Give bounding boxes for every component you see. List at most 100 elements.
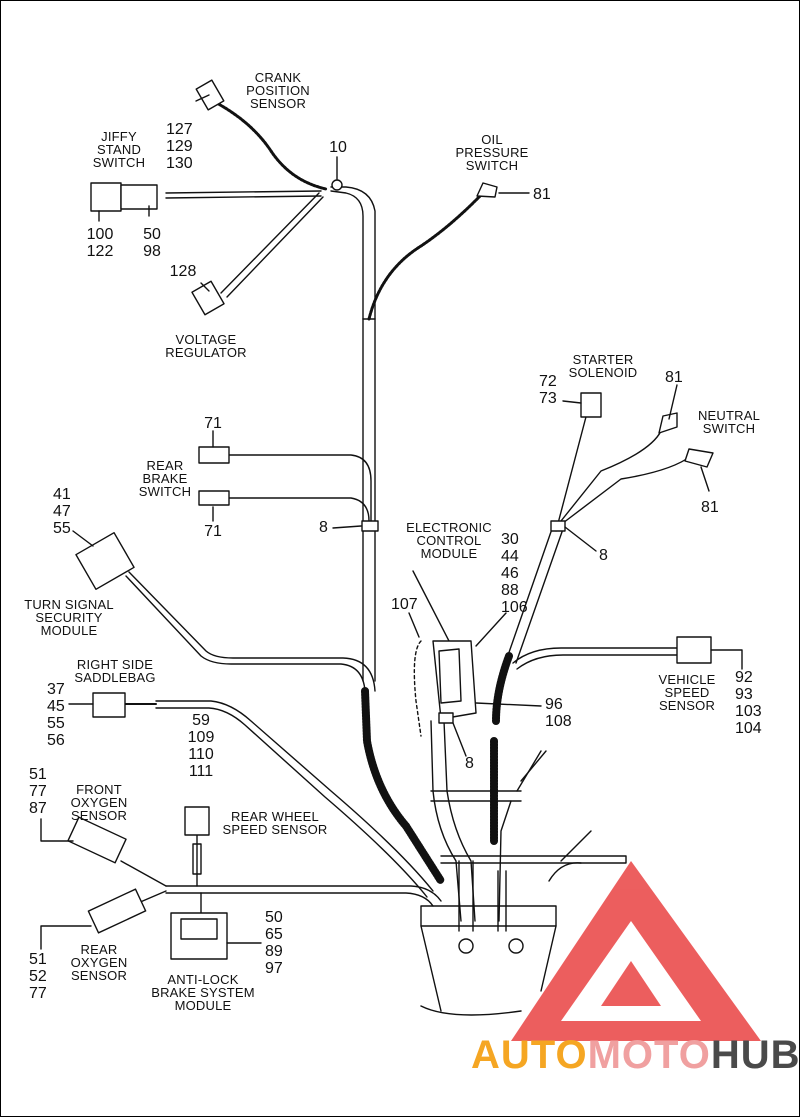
saddlebag-wire-b bbox=[155, 707, 428, 898]
wss-sleeve bbox=[192, 843, 202, 875]
neutral-switch-ref-top: 81 bbox=[665, 369, 683, 386]
leader-8-center bbox=[332, 525, 362, 529]
ecm-label: ELECTRONIC CONTROL MODULE bbox=[406, 520, 492, 561]
tsm-wire-b bbox=[128, 571, 376, 692]
saddlebag-connector bbox=[92, 692, 126, 718]
abs-module bbox=[170, 912, 228, 960]
rear-wheel-speed-sensor-label: REAR WHEEL SPEED SENSOR bbox=[222, 809, 328, 837]
jiffy-stand-switch-label: JIFFY STAND SWITCH bbox=[92, 129, 146, 170]
vss-connector bbox=[676, 636, 712, 664]
rear-brake-switch-label: REAR BRAKE SWITCH bbox=[138, 458, 192, 499]
watermark-hub: HUB bbox=[710, 1033, 800, 1077]
turn-signal-module-refs: 41 47 55 bbox=[53, 486, 71, 537]
jiffy-wire-b bbox=[165, 195, 322, 199]
voltage-regulator-ref: 128 bbox=[169, 263, 197, 280]
leader-72 bbox=[562, 400, 582, 404]
frame-hole-1 bbox=[458, 938, 474, 954]
rear-oxygen-sensor-label: REAR OXYGEN SENSOR bbox=[70, 942, 128, 983]
brake-wire-top bbox=[228, 454, 372, 522]
frame-wire-5 bbox=[548, 862, 582, 882]
leader-front-o2 bbox=[40, 818, 74, 842]
wss-connector bbox=[184, 806, 210, 836]
leader-8-right bbox=[564, 526, 597, 552]
leader-ecm bbox=[475, 612, 507, 647]
o2-bus-a bbox=[165, 885, 442, 902]
neutral-switch-label: NEUTRAL SWITCH bbox=[697, 408, 761, 436]
crank-wire bbox=[211, 99, 328, 191]
jiffy-connector-plug bbox=[120, 184, 158, 210]
brake-wire-bottom bbox=[228, 497, 370, 522]
turn-signal-module-label: TURN SIGNAL SECURITY MODULE bbox=[24, 597, 114, 638]
oil-pressure-switch-ref: 81 bbox=[533, 186, 551, 203]
vreg-connector bbox=[191, 280, 225, 316]
ecm-wire bbox=[412, 570, 450, 642]
right-trunk-b bbox=[515, 528, 564, 664]
jiffy-wire-a bbox=[165, 190, 322, 194]
jiffy-stand-refs-right: 50 98 bbox=[143, 226, 161, 260]
rear-brake-ref-top: 71 bbox=[204, 415, 222, 432]
ecm-dashed-outline bbox=[413, 640, 422, 737]
vreg-wire-b bbox=[226, 196, 324, 298]
leader-rear-o2 bbox=[40, 925, 92, 950]
starter-solenoid-label: STARTER SOLENOID bbox=[568, 352, 638, 380]
ecm-refs-bottom: 96 108 bbox=[545, 696, 572, 730]
frame-wire-4 bbox=[560, 830, 592, 862]
o2-bus-b bbox=[165, 892, 434, 907]
leader-vss bbox=[710, 649, 743, 670]
front-o2-connector bbox=[67, 816, 127, 864]
tsm-wire-a bbox=[125, 575, 366, 692]
leader-81-nt bbox=[668, 384, 678, 420]
neutral-switch-bottom bbox=[684, 448, 714, 468]
vehicle-speed-sensor-refs: 92 93 103 104 bbox=[735, 669, 762, 737]
frame-bracket bbox=[420, 905, 557, 927]
right-trunk-a bbox=[505, 525, 554, 662]
oil-pressure-switch-label: OIL PRESSURE SWITCH bbox=[455, 132, 529, 173]
corrugated-section bbox=[361, 687, 445, 885]
oil-switch bbox=[476, 182, 498, 198]
neutral-switch-ref-bottom: 81 bbox=[701, 499, 719, 516]
automotohub-logo bbox=[511, 861, 761, 1041]
ecm-body bbox=[432, 640, 477, 720]
leader-107 bbox=[408, 612, 420, 638]
neutral-wire-1 bbox=[560, 430, 662, 522]
leader-128 bbox=[200, 282, 210, 292]
saddlebag-wire-a bbox=[155, 700, 434, 892]
frame-curve bbox=[420, 1005, 522, 1016]
voltage-regulator-label: VOLTAGE REGULATOR bbox=[165, 332, 247, 360]
clip-center-ref: 8 bbox=[319, 519, 328, 536]
ecm-ref-107: 107 bbox=[391, 596, 418, 613]
vehicle-speed-sensor-label: VEHICLE SPEED SENSOR bbox=[658, 672, 716, 713]
abs-module-refs: 50 65 89 97 bbox=[265, 909, 283, 977]
frame-left bbox=[420, 925, 442, 1012]
saddlebag-wire-refs: 59 109 110 111 bbox=[187, 712, 215, 780]
leader-96 bbox=[475, 702, 542, 707]
clip-8-center bbox=[361, 520, 379, 532]
lower-branch-1 bbox=[430, 720, 462, 922]
abs-module-label: ANTI-LOCK BRAKE SYSTEM MODULE bbox=[151, 972, 255, 1013]
neutral-switch-top bbox=[658, 412, 678, 434]
frame-right bbox=[540, 925, 557, 992]
frame-wire-2 bbox=[498, 800, 512, 922]
oil-wire bbox=[367, 191, 485, 321]
frame-wire-3 bbox=[520, 750, 547, 782]
trunk-to-clip10b bbox=[330, 186, 376, 320]
crank-connector bbox=[195, 79, 225, 111]
frame-crossbar bbox=[440, 855, 627, 864]
ecm-connector bbox=[438, 648, 462, 704]
rear-oxygen-sensor-refs: 51 52 77 bbox=[29, 951, 47, 1002]
front-oxygen-sensor-refs: 51 77 87 bbox=[29, 766, 47, 817]
brake-connector-bottom bbox=[198, 490, 230, 506]
saddlebag-refs: 37 45 55 56 bbox=[47, 681, 65, 749]
watermark-text: AUTOMOTOHUB bbox=[471, 1033, 800, 1078]
vreg-wire-a bbox=[220, 192, 320, 294]
clip-ecm-ref: 8 bbox=[465, 755, 474, 772]
tsm-connector bbox=[75, 531, 135, 591]
leader-tsm bbox=[72, 530, 94, 547]
starter-wire bbox=[555, 412, 588, 532]
neutral-wire-2 bbox=[562, 455, 692, 524]
leader-8-ecm bbox=[452, 722, 467, 757]
starter-solenoid-refs: 72 73 bbox=[539, 373, 557, 407]
jiffy-stand-refs-left: 100 122 bbox=[86, 226, 114, 260]
